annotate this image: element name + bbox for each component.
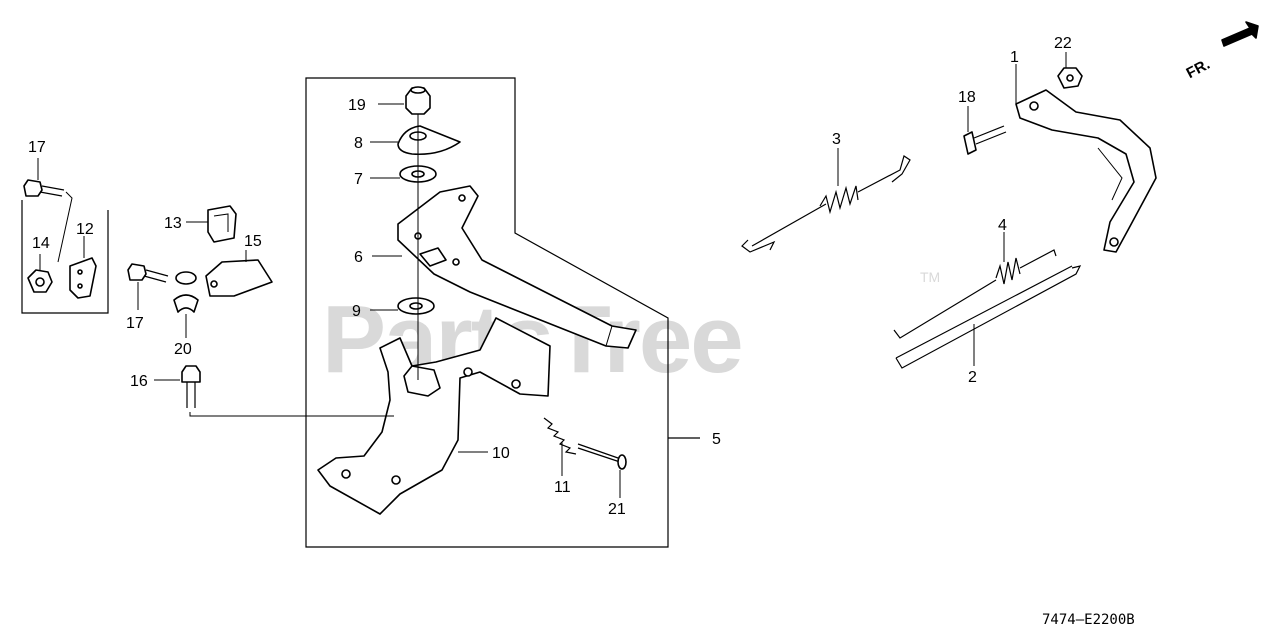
callout-1: 1	[1010, 49, 1019, 66]
assembly-5-box	[305, 77, 669, 548]
part-9-washer[interactable]	[397, 297, 435, 315]
part-1-lever[interactable]	[1015, 89, 1157, 253]
callout-17-bottom: 17	[126, 315, 144, 332]
part-6-bracket[interactable]	[397, 185, 637, 349]
part-19-nut[interactable]	[405, 86, 431, 115]
front-direction-label: FR.	[1184, 56, 1213, 82]
callout-19: 19	[348, 97, 366, 114]
callout-17-top: 17	[28, 139, 46, 156]
callout-20: 20	[174, 341, 192, 358]
callout-13: 13	[164, 215, 182, 232]
callout-5: 5	[712, 431, 721, 448]
part-2-rod[interactable]	[895, 265, 1082, 369]
watermark-tm: TM	[920, 269, 940, 285]
callout-10: 10	[492, 445, 510, 462]
callout-9: 9	[352, 303, 361, 320]
leader-16-to-base	[189, 412, 394, 417]
part-17a-bolt[interactable]	[23, 179, 65, 197]
callout-15: 15	[244, 233, 262, 250]
inset-box	[21, 200, 109, 314]
callout-14: 14	[32, 235, 50, 252]
part-14-nut[interactable]	[27, 269, 53, 293]
part-21-screw[interactable]	[577, 443, 627, 470]
part-22-nut[interactable]	[1057, 67, 1083, 89]
part-15-bracket[interactable]	[205, 259, 273, 297]
callout-4: 4	[998, 217, 1007, 234]
diagram-code: 7474–E2200B	[1042, 612, 1135, 628]
callout-22: 22	[1054, 35, 1072, 52]
callout-11: 11	[554, 479, 571, 496]
callout-7: 7	[354, 171, 363, 188]
callout-16: 16	[130, 373, 148, 390]
part-4-spring-rod[interactable]	[893, 249, 1057, 339]
leader-17a-to-12	[57, 191, 73, 263]
part-16-bolt[interactable]	[181, 365, 201, 408]
part-12-plate[interactable]	[69, 257, 97, 299]
callout-6: 6	[354, 249, 363, 266]
part-18-screw[interactable]	[963, 125, 1007, 155]
part-3-spring-rod[interactable]	[741, 155, 911, 253]
callout-8: 8	[354, 135, 363, 152]
callout-21: 21	[608, 501, 626, 518]
part-13-clip[interactable]	[207, 205, 237, 243]
callout-3: 3	[832, 131, 841, 148]
part-17b-bolt[interactable]	[127, 263, 169, 283]
part-8-plate[interactable]	[397, 125, 461, 156]
part-10-base-plate[interactable]	[317, 317, 551, 515]
front-direction-arrow: FR.	[1184, 21, 1259, 82]
callout-18: 18	[958, 89, 976, 106]
callout-2: 2	[968, 369, 977, 386]
callout-12: 12	[76, 221, 94, 238]
part-11-spring[interactable]	[543, 417, 577, 455]
part-20-collar[interactable]	[173, 271, 199, 313]
